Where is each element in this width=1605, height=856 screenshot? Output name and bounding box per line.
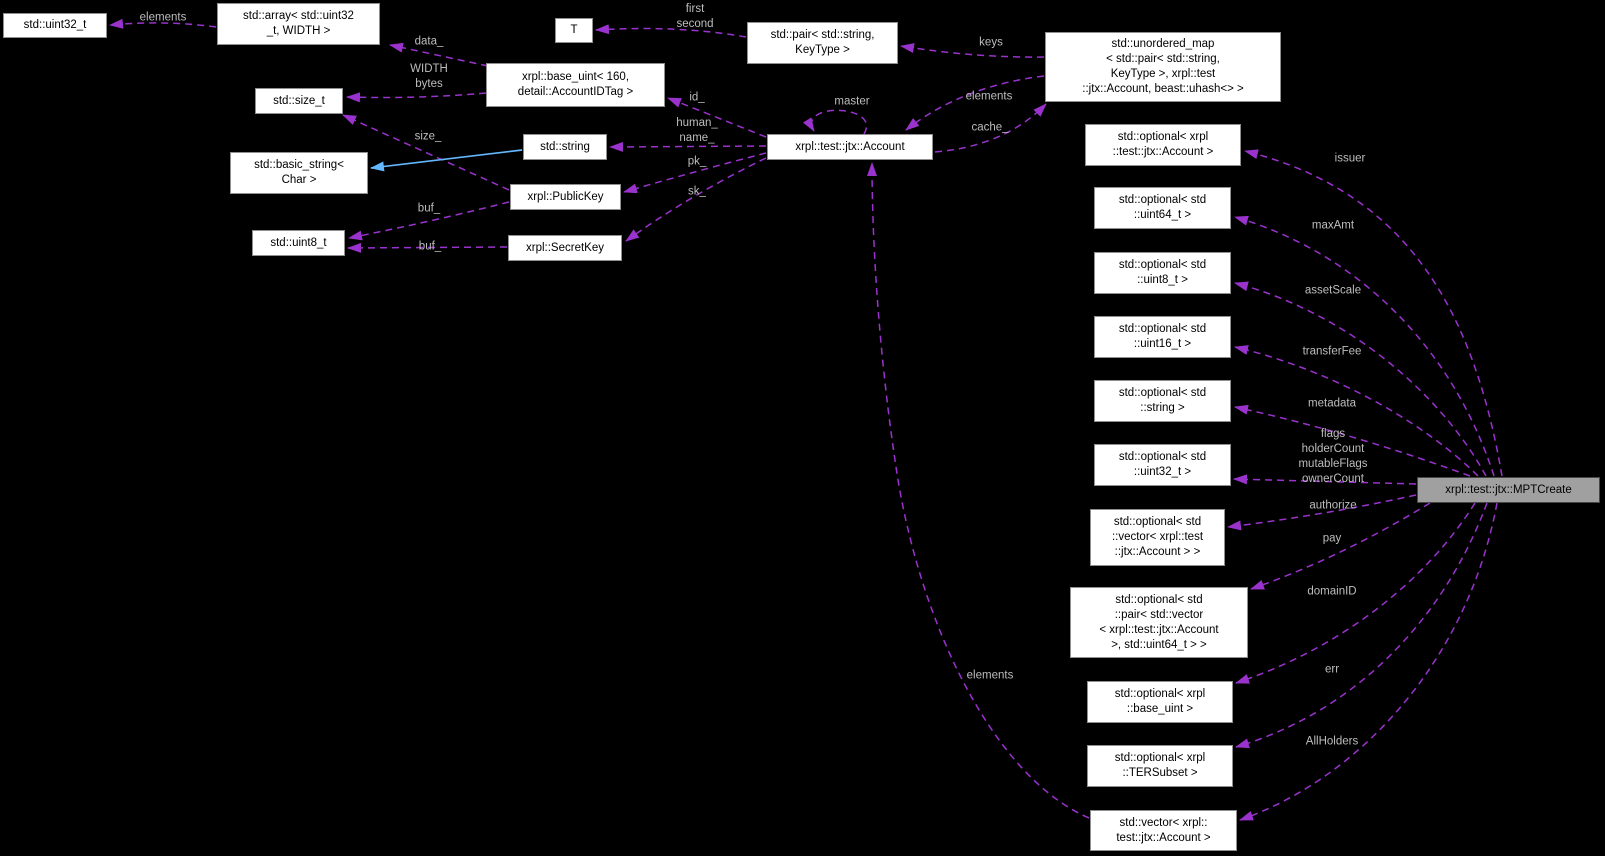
edge-label-issuer: issuer <box>1334 152 1366 165</box>
edge-buf-publickey <box>348 201 510 241</box>
edge-cache <box>934 103 1047 153</box>
edge-maxamt <box>1234 215 1495 477</box>
edge-label-err: err <box>1324 663 1340 676</box>
edge-label-human-name: human_ name_ <box>676 117 718 144</box>
edge-buf-secretkey <box>347 242 508 253</box>
edge-issuer <box>1244 149 1503 477</box>
edge-pay <box>1250 502 1431 590</box>
edge-label-buf-secretkey: buf_ <box>418 240 442 253</box>
edge-label-elements-top-left: elements <box>139 11 187 24</box>
edge-label-data: data_ <box>414 35 444 48</box>
node-std-uint8-t[interactable]: std::uint8_t <box>252 230 345 256</box>
edge-label-allholders: AllHolders <box>1305 735 1359 748</box>
edge-label-id: id_ <box>689 91 705 104</box>
edge-label-keys: keys <box>979 36 1003 49</box>
node-xrpl-base-uint-160[interactable]: xrpl::base_uint< 160, detail::AccountIDT… <box>486 63 665 107</box>
edge-data <box>389 42 489 67</box>
edge-label-flags-group: flags holderCount mutableFlags ownerCoun… <box>1298 428 1368 485</box>
edge-label-size: size_ <box>414 130 442 143</box>
node-std-unordered-map[interactable]: std::unordered_map < std::pair< std::str… <box>1045 32 1281 102</box>
edge-allholders <box>1239 502 1498 821</box>
edge-transferfee <box>1234 345 1479 477</box>
node-optional-uint32[interactable]: std::optional< std ::uint32_t > <box>1094 444 1231 486</box>
edge-size <box>342 114 510 191</box>
edge-label-transferfee: transferFee <box>1302 345 1362 358</box>
edge-label-domainid: domainID <box>1307 585 1357 598</box>
edge-width-bytes <box>346 92 487 103</box>
node-std-array[interactable]: std::array< std::uint32 _t, WIDTH > <box>217 3 380 45</box>
node-std-vector-account[interactable]: std::vector< xrpl:: test::jtx::Account > <box>1090 810 1237 851</box>
edge-pk <box>623 152 767 194</box>
edge-label-buf-publickey: buf_ <box>417 202 441 215</box>
edge-err <box>1235 502 1488 749</box>
edge-inheritance-string-basicstring <box>370 149 523 172</box>
edge-label-maxamt: maxAmt <box>1311 219 1355 232</box>
edge-domainid <box>1235 502 1476 684</box>
node-mptcreate-focus[interactable]: xrpl::test::jtx::MPTCreate <box>1417 477 1600 503</box>
node-xrpl-test-jtx-account[interactable]: xrpl::test::jtx::Account <box>767 134 933 160</box>
edge-assetscale <box>1234 281 1487 477</box>
edge-label-pay: pay <box>1322 532 1342 545</box>
edge-human-name <box>609 141 767 152</box>
edge-metadata <box>1234 404 1471 477</box>
node-optional-string[interactable]: std::optional< std ::string > <box>1094 380 1231 422</box>
node-std-uint32-t[interactable]: std::uint32_t <box>3 13 107 38</box>
node-optional-tersubset[interactable]: std::optional< xrpl ::TERSubset > <box>1087 745 1233 787</box>
node-optional-account[interactable]: std::optional< xrpl ::test::jtx::Account… <box>1085 124 1241 166</box>
edge-label-metadata: metadata <box>1308 397 1356 410</box>
edge-label-cache: cache_ <box>971 121 1009 134</box>
edge-label-assetscale: assetScale <box>1304 284 1362 297</box>
node-optional-vector-account[interactable]: std::optional< std ::vector< xrpl::test … <box>1090 509 1225 566</box>
edge-id <box>667 97 767 138</box>
node-std-size-t[interactable]: std::size_t <box>255 88 343 114</box>
edge-label-elements-vector: elements <box>966 669 1014 682</box>
edge-label-width-bytes: WIDTH bytes <box>410 63 448 90</box>
node-optional-base-uint[interactable]: std::optional< xrpl ::base_uint > <box>1087 681 1233 723</box>
edge-label-sk: sk_ <box>688 185 706 198</box>
node-std-pair-string-keytype[interactable]: std::pair< std::string, KeyType > <box>747 22 898 64</box>
edge-label-pk: pk_ <box>687 155 707 168</box>
edge-elements-vector-to-account <box>867 162 1090 819</box>
node-xrpl-publickey[interactable]: xrpl::PublicKey <box>510 184 621 210</box>
edge-elements-map-to-account <box>905 75 1045 131</box>
node-std-string[interactable]: std::string <box>523 134 607 160</box>
node-t[interactable]: T <box>555 18 593 43</box>
edge-label-master: master <box>834 95 870 108</box>
node-optional-uint8[interactable]: std::optional< std ::uint8_t > <box>1094 252 1231 294</box>
edge-elements-array-to-uint32 <box>109 18 217 29</box>
edge-label-elements-map: elements <box>965 90 1013 103</box>
edge-label-authorize: authorize <box>1309 499 1357 512</box>
edge-keys <box>900 43 1045 58</box>
edge-master-selfloop <box>802 109 868 135</box>
node-optional-pair-vector-uint64[interactable]: std::optional< std ::pair< std::vector <… <box>1070 587 1248 658</box>
edge-sk <box>625 157 767 242</box>
node-xrpl-secretkey[interactable]: xrpl::SecretKey <box>508 235 622 261</box>
node-optional-uint16[interactable]: std::optional< std ::uint16_t > <box>1094 316 1231 358</box>
edge-first-second <box>595 24 747 38</box>
node-optional-uint64[interactable]: std::optional< std ::uint64_t > <box>1094 187 1231 229</box>
node-std-basic-string[interactable]: std::basic_string< Char > <box>230 152 368 194</box>
edge-label-first-second: first second <box>676 3 714 30</box>
edge-flags-group <box>1233 474 1417 485</box>
